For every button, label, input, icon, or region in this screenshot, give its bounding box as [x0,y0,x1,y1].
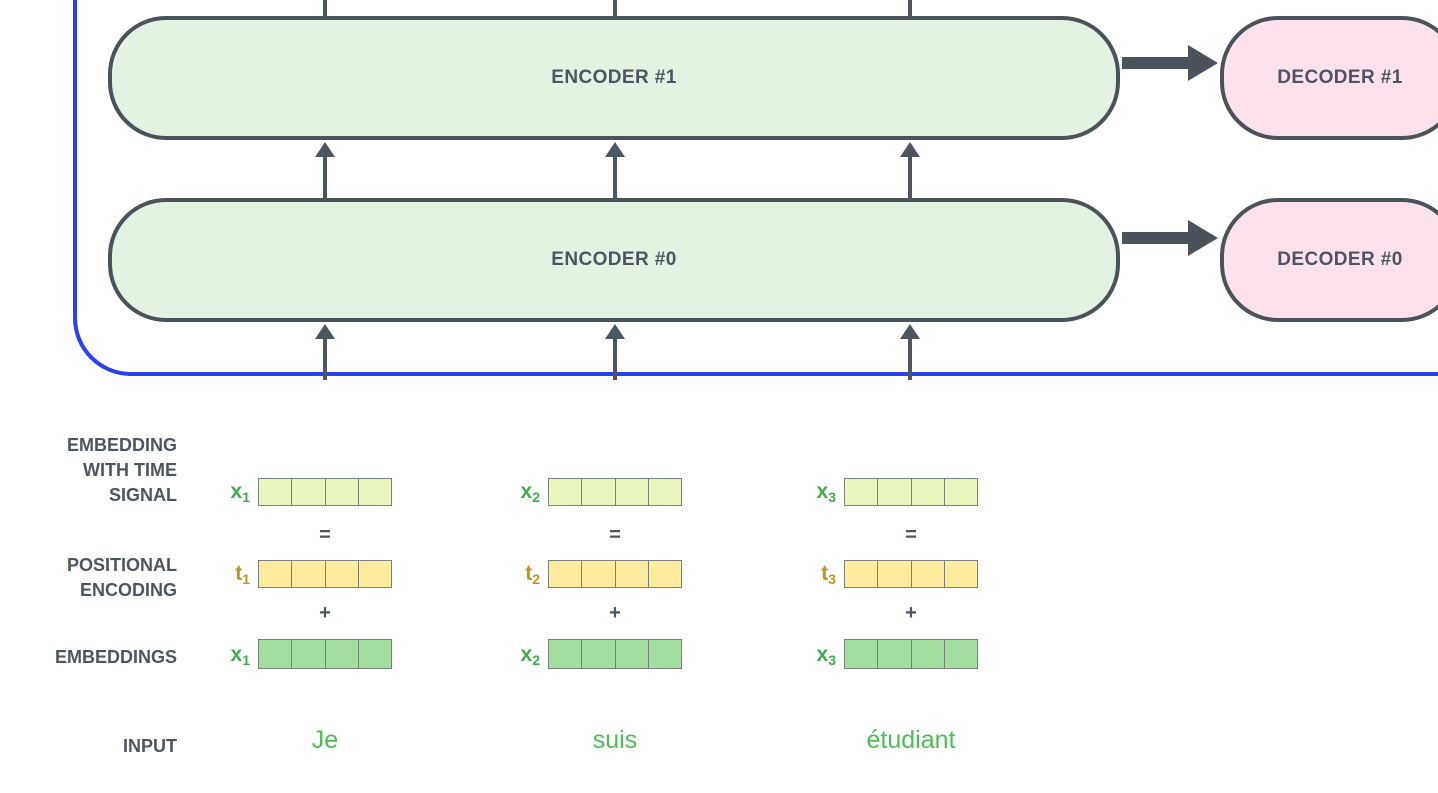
x-label: x3 [816,643,836,668]
decoder-1-label: DECODER #1 [1277,67,1403,88]
vector-cell [582,479,616,505]
decoder-1-box: DECODER #1 [1220,16,1438,140]
positional-encoding-vector [258,560,392,588]
token-column-3: x3 = t3 + x3 étudiant [789,0,979,793]
up-arrow-icon [605,324,625,380]
x-label: x3 [816,480,836,505]
encoder-output-line-3 [908,0,912,19]
encoder-1-label: ENCODER #1 [551,67,677,88]
vector-cell [259,561,293,587]
time-signal-vector [844,478,978,506]
encoder-to-decoder-arrow-0 [1122,232,1190,244]
right-arrowhead-icon [1188,220,1218,256]
vector-cell [326,479,359,505]
encoder-output-line-2 [613,0,617,19]
vector-cell [359,561,391,587]
vector-cell [945,479,977,505]
t-label: t2 [525,562,540,587]
vector-cell [945,640,977,668]
vector-cell [649,640,681,668]
t-label: t1 [235,562,250,587]
row-label-input: INPUT [123,736,177,756]
x-label: x1 [230,480,250,505]
positional-encoding-vector [844,560,978,588]
vector-cell [292,479,326,505]
vector-cell [292,640,326,668]
input-word: suis [592,726,638,754]
encoder-to-decoder-arrow-1 [1122,57,1190,69]
up-arrow-icon [900,142,920,198]
vector-cell [549,479,583,505]
vector-cell [259,479,293,505]
right-arrowhead-icon [1188,45,1218,81]
vector-cell [878,640,912,668]
vector-cell [549,561,583,587]
encoder-stack-outline [73,0,1438,376]
vector-cell [945,561,977,587]
embedding-vector [548,639,682,669]
vector-cell [326,561,359,587]
equals-operator: = [319,524,331,546]
vector-cell [616,640,649,668]
x-label: x2 [520,480,540,505]
positional-encoding-vector [548,560,682,588]
vector-cell [649,561,681,587]
vector-cell [582,561,616,587]
input-word: Je [311,726,339,754]
up-arrow-icon [315,142,335,198]
vector-cell [259,640,293,668]
equals-operator: = [905,524,917,546]
vector-cell [616,479,649,505]
token-column-2: x2 = t2 + x2 suis [493,0,683,793]
row-label-embedding-with-time-signal: EMBEDDING WITH TIME SIGNAL [66,435,177,505]
vector-cell [878,479,912,505]
input-word: étudiant [866,726,956,754]
vector-cell [582,640,616,668]
decoder-0-box: DECODER #0 [1220,198,1438,322]
vector-cell [549,640,583,668]
x-label: x1 [230,643,250,668]
embedding-vector [844,639,978,669]
time-signal-vector [548,478,682,506]
plus-operator: + [905,602,917,624]
encoder-1-box: ENCODER #1 [108,16,1120,140]
vector-cell [845,479,879,505]
t-label: t3 [821,562,836,587]
encoder-output-line-1 [323,0,327,19]
encoder-0-box: ENCODER #0 [108,198,1120,322]
vector-cell [878,561,912,587]
vector-cell [359,479,391,505]
vector-cell [912,640,945,668]
vector-cell [912,561,945,587]
plus-operator: + [609,602,621,624]
row-label-embeddings: EMBEDDINGS [54,647,177,667]
vector-cell [616,561,649,587]
up-arrow-icon [605,142,625,198]
vector-cell [326,640,359,668]
embedding-vector [258,639,392,669]
vector-cell [845,640,879,668]
vector-cell [845,561,879,587]
vector-cell [292,561,326,587]
plus-operator: + [319,602,331,624]
x-label: x2 [520,643,540,668]
vector-cell [649,479,681,505]
token-column-1: x1 = t1 + x1 Je [203,0,393,793]
row-label-positional-encoding: POSITIONAL ENCODING [66,555,177,600]
equals-operator: = [609,524,621,546]
time-signal-vector [258,478,392,506]
up-arrow-icon [900,324,920,380]
vector-cell [359,640,391,668]
vector-cell [912,479,945,505]
decoder-0-label: DECODER #0 [1277,249,1403,270]
encoder-0-label: ENCODER #0 [551,249,677,270]
up-arrow-icon [315,324,335,380]
